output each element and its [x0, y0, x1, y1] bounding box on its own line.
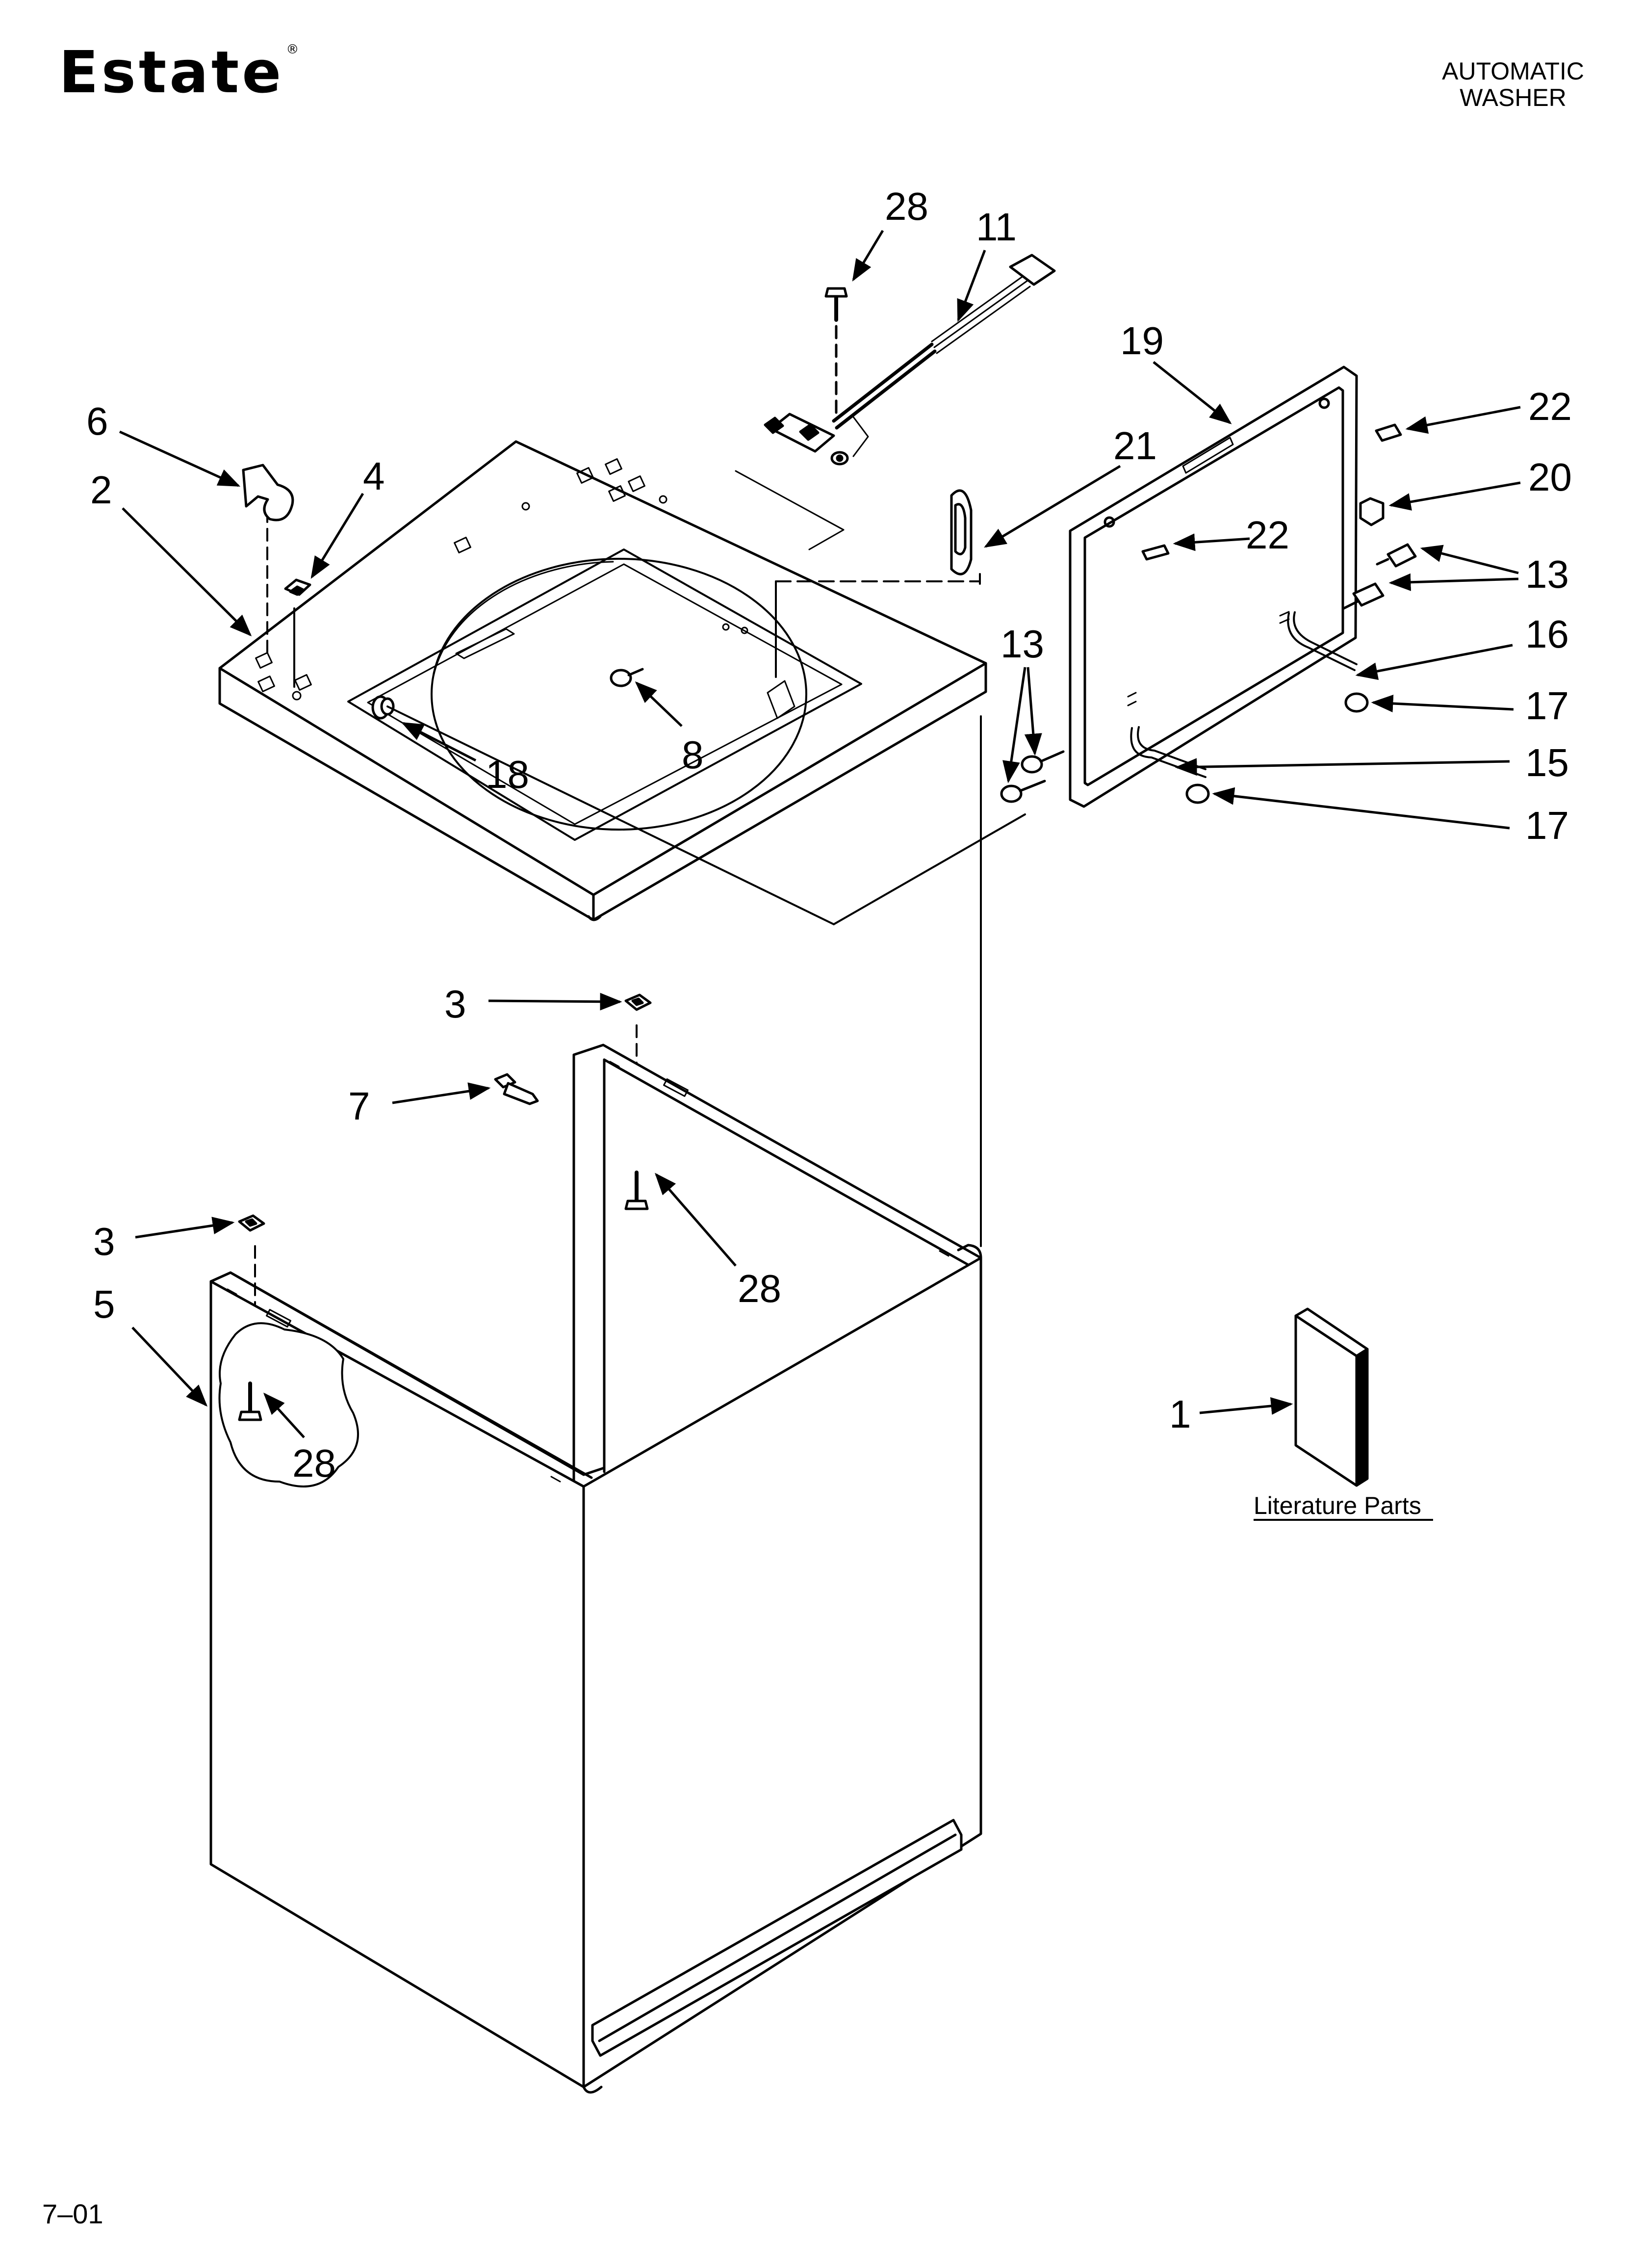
callout-11: 11 [976, 205, 1017, 249]
top-panel [218, 440, 987, 921]
screw-28-top [824, 287, 848, 418]
title-line-2: WASHER [1460, 84, 1566, 111]
callout-28-mid: 28 [738, 1267, 781, 1310]
callout-15: 15 [1525, 741, 1569, 784]
callout-28-top: 28 [885, 184, 928, 228]
callout-arrows [119, 230, 1521, 1438]
callout-21: 21 [1113, 424, 1157, 468]
lid-switch-harness [764, 254, 1056, 466]
callout-22-inner: 22 [1246, 513, 1289, 557]
literature-caption: Literature Parts [1254, 1492, 1421, 1519]
callout-18: 18 [486, 753, 529, 796]
callout-17-bottom: 17 [1525, 804, 1569, 847]
clip-6 [242, 464, 294, 521]
callout-6: 6 [86, 399, 108, 443]
callout-5: 5 [93, 1282, 115, 1326]
title-line-1: AUTOMATIC [1442, 57, 1584, 85]
screw-28-mid [624, 1171, 649, 1210]
callout-17-top: 17 [1525, 684, 1569, 728]
callout-4: 4 [363, 454, 385, 498]
callout-3-left: 3 [93, 1220, 115, 1263]
screws-13-left [1000, 750, 1065, 803]
screw-8 [610, 668, 644, 687]
brand-logo: Estate® [59, 38, 302, 106]
callout-22-right: 22 [1528, 385, 1572, 428]
clip-3-left [238, 1214, 265, 1232]
callout-7: 7 [348, 1084, 370, 1128]
screws-13-right [1342, 543, 1417, 610]
clip-3-top [624, 993, 652, 1011]
clip-4 [284, 578, 311, 596]
callout-1: 1 [1169, 1392, 1191, 1436]
screw-28-cutaway [238, 1382, 262, 1421]
page-title: AUTOMATIC WASHER [1442, 58, 1584, 111]
literature-parts [1294, 1307, 1369, 1487]
screw-7 [494, 1073, 539, 1105]
callout-20: 20 [1528, 455, 1572, 499]
callout-2: 2 [90, 468, 112, 512]
callout-16: 16 [1525, 612, 1569, 656]
cabinet [209, 1043, 982, 2094]
console-frame [1069, 365, 1402, 808]
callout-19: 19 [1120, 319, 1164, 363]
callout-13-left: 13 [1001, 622, 1044, 666]
callout-13-right: 13 [1525, 552, 1569, 596]
callout-28-bottom: 28 [292, 1441, 336, 1485]
dispenser-21 [950, 489, 973, 575]
callout-8: 8 [682, 733, 704, 777]
footer-code: 7–01 [42, 2198, 103, 2229]
callout-3-top: 3 [444, 982, 466, 1026]
callout-labels: 28 11 19 22 20 22 13 16 17 15 17 13 21 6… [86, 184, 1572, 1521]
